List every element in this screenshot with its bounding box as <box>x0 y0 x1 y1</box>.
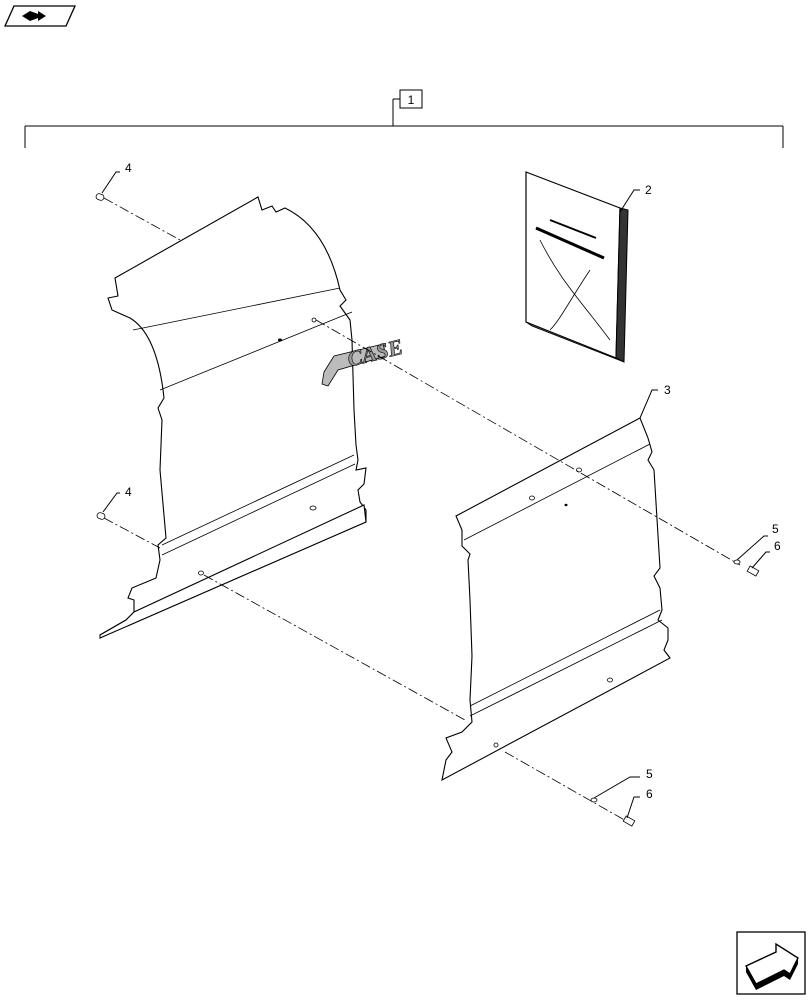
washer-bolt-upper: 5 6 <box>733 522 781 577</box>
callout-6-lower: 6 <box>646 787 653 801</box>
callout-3: 3 <box>664 383 671 397</box>
callout-5-upper: 5 <box>772 522 779 536</box>
leader-2 <box>619 189 640 213</box>
callout-5-lower: 5 <box>646 767 653 781</box>
callout-6-upper: 6 <box>774 539 781 553</box>
callout-4-top: 4 <box>125 161 132 175</box>
callout-1: 1 <box>408 93 415 107</box>
next-arrow-icon[interactable] <box>736 931 806 995</box>
washer-bolt-lower: 5 6 <box>590 767 653 827</box>
pin-top: 4 <box>95 161 132 201</box>
assembly-bracket: 1 <box>24 89 784 148</box>
installation-manual <box>525 171 629 363</box>
leader-3 <box>639 389 658 419</box>
pin-bottom: 4 <box>96 485 132 520</box>
right-cover-plate <box>441 417 671 782</box>
callout-4-bottom: 4 <box>125 485 132 499</box>
left-cover-plate <box>99 196 367 639</box>
callout-2: 2 <box>645 183 652 197</box>
book-arrow-icon[interactable] <box>3 5 77 27</box>
